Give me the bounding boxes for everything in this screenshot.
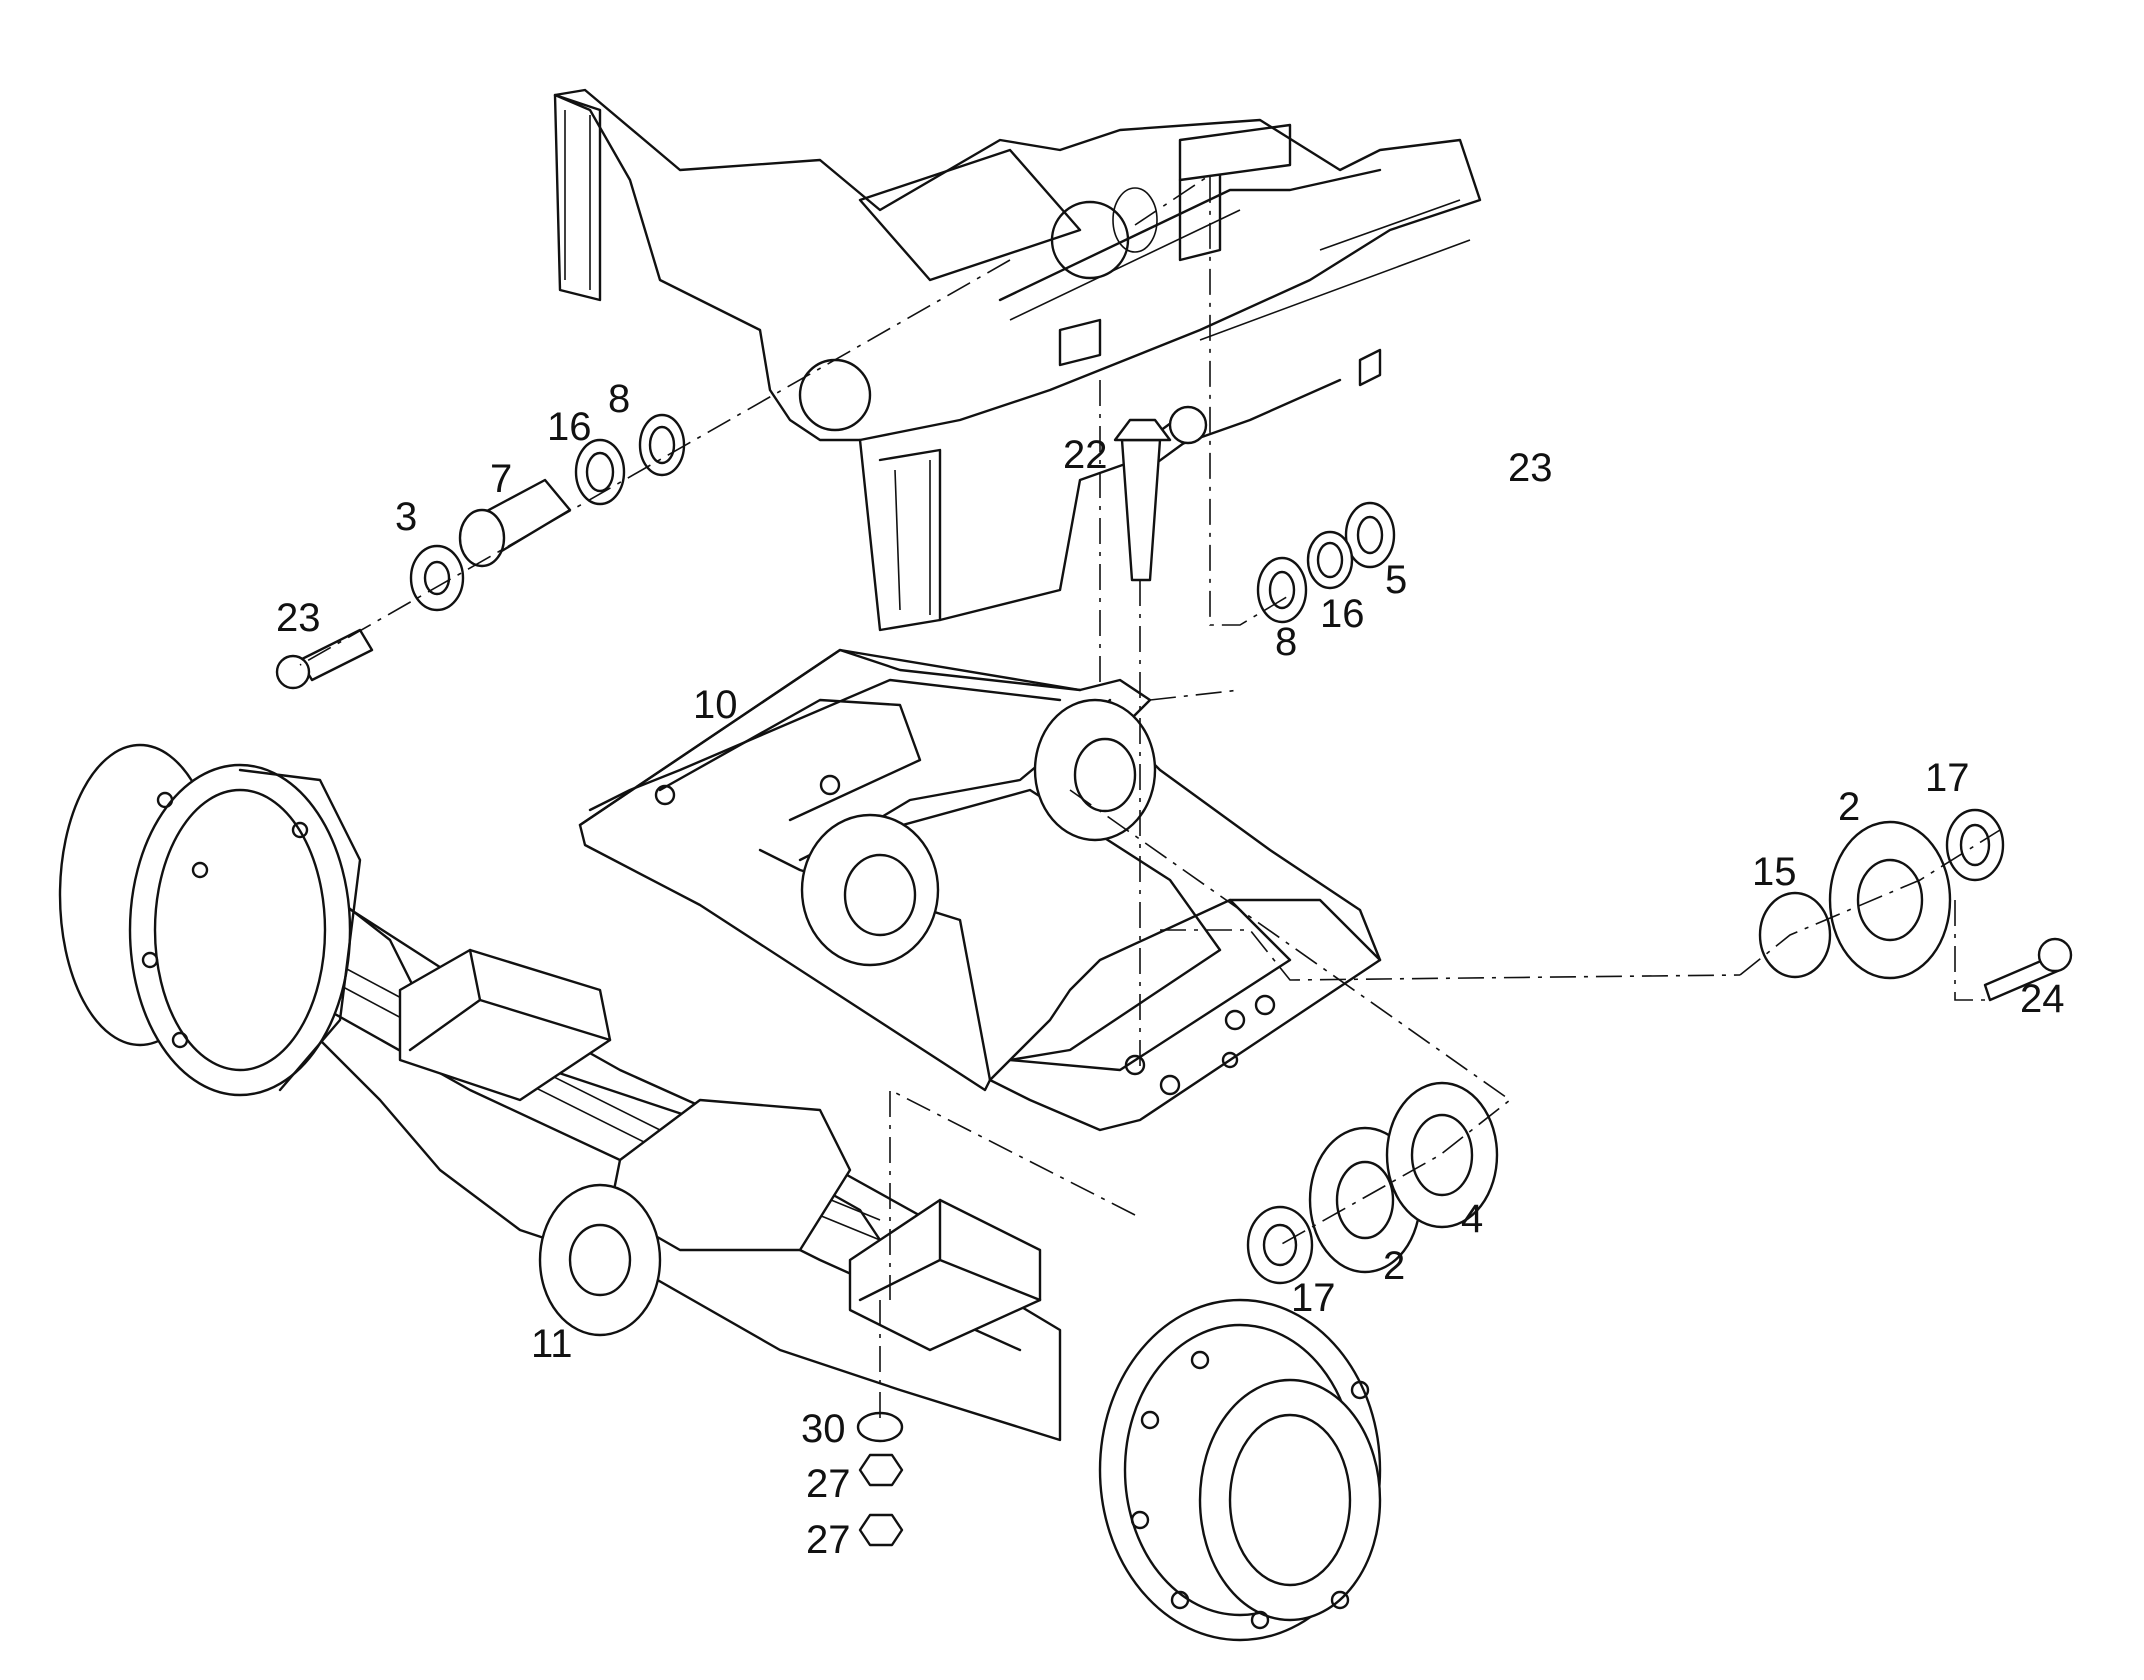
callout-17-upper: 17 xyxy=(1925,756,1970,800)
part-callouts: 22 23 16 8 7 3 23 5 16 8 10 17 2 15 24 4… xyxy=(276,377,2065,1562)
callout-15: 15 xyxy=(1752,850,1797,894)
callout-23-right: 23 xyxy=(1508,446,1553,490)
vehicle-frame xyxy=(553,88,1482,632)
drive-axle-assembly xyxy=(58,743,1382,1642)
right-pivot-parts xyxy=(1113,405,1396,624)
callout-4: 4 xyxy=(1461,1197,1483,1241)
callout-2-upper: 2 xyxy=(1838,785,1860,829)
callout-22: 22 xyxy=(1063,433,1108,477)
callout-3: 3 xyxy=(395,495,417,539)
callout-30: 30 xyxy=(801,1407,846,1451)
bearing-parts-right xyxy=(1758,808,2073,1002)
left-pivot-parts xyxy=(275,413,686,690)
callout-10: 10 xyxy=(693,683,738,727)
bearing-parts-lower xyxy=(1246,1081,1499,1285)
callout-24: 24 xyxy=(2020,977,2065,1021)
assembly-centerlines xyxy=(299,173,2001,1420)
callout-23-left: 23 xyxy=(276,596,321,640)
callout-16-left: 16 xyxy=(547,405,592,449)
callout-5: 5 xyxy=(1385,558,1407,602)
callout-17-lower: 17 xyxy=(1291,1276,1336,1320)
nuts-and-washer xyxy=(856,1411,904,1547)
axle-support-bracket xyxy=(578,648,1382,1132)
callout-7: 7 xyxy=(490,457,512,501)
callout-16-right: 16 xyxy=(1320,592,1365,636)
callout-27-lower: 27 xyxy=(806,1518,851,1562)
callout-2-lower: 2 xyxy=(1383,1244,1405,1288)
callout-8-right: 8 xyxy=(1275,620,1297,664)
callout-27-upper: 27 xyxy=(806,1462,851,1506)
callout-11: 11 xyxy=(531,1322,573,1366)
callout-8-left: 8 xyxy=(608,377,630,421)
